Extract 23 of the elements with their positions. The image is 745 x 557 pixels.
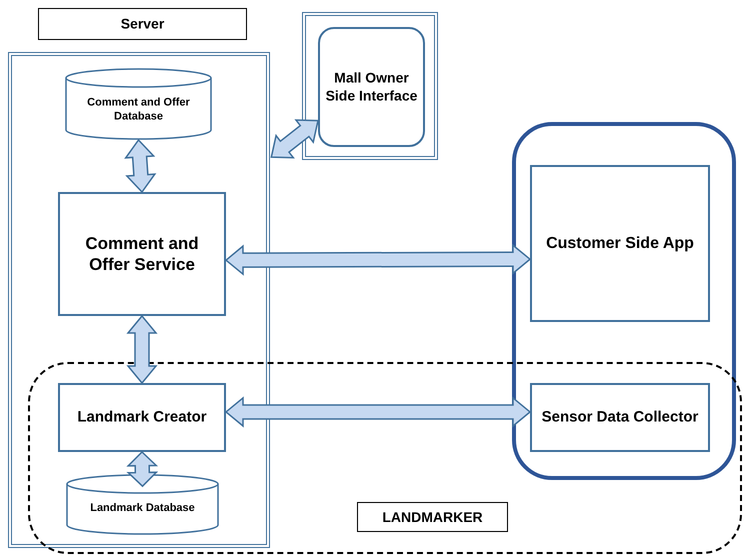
node-label: Landmark Database [89, 502, 196, 516]
region-label: LANDMARKER [357, 502, 508, 532]
app-frame [512, 122, 736, 480]
double-arrow [224, 244, 532, 276]
double-arrow [126, 314, 158, 384]
double-arrow [126, 450, 158, 488]
node-label: Comment and Offer Service [84, 232, 200, 276]
node-label: Comment and Offer Database [86, 96, 191, 124]
component-box [58, 383, 226, 452]
node-label: Customer Side App [545, 234, 695, 254]
interface-box [318, 27, 425, 147]
node-label: Server [120, 15, 166, 33]
node-label: Mall Owner Side Interface [324, 70, 418, 104]
interface-frame [302, 12, 438, 160]
double-arrow [224, 396, 532, 428]
node-label: Sensor Data Collector [540, 408, 700, 427]
title-box [38, 8, 247, 40]
double-arrow [124, 138, 156, 194]
node-label: Landmark Creator [76, 408, 208, 427]
component-box [530, 383, 710, 452]
double-arrow [270, 119, 319, 158]
service-box [58, 192, 226, 316]
app-box [530, 165, 710, 322]
